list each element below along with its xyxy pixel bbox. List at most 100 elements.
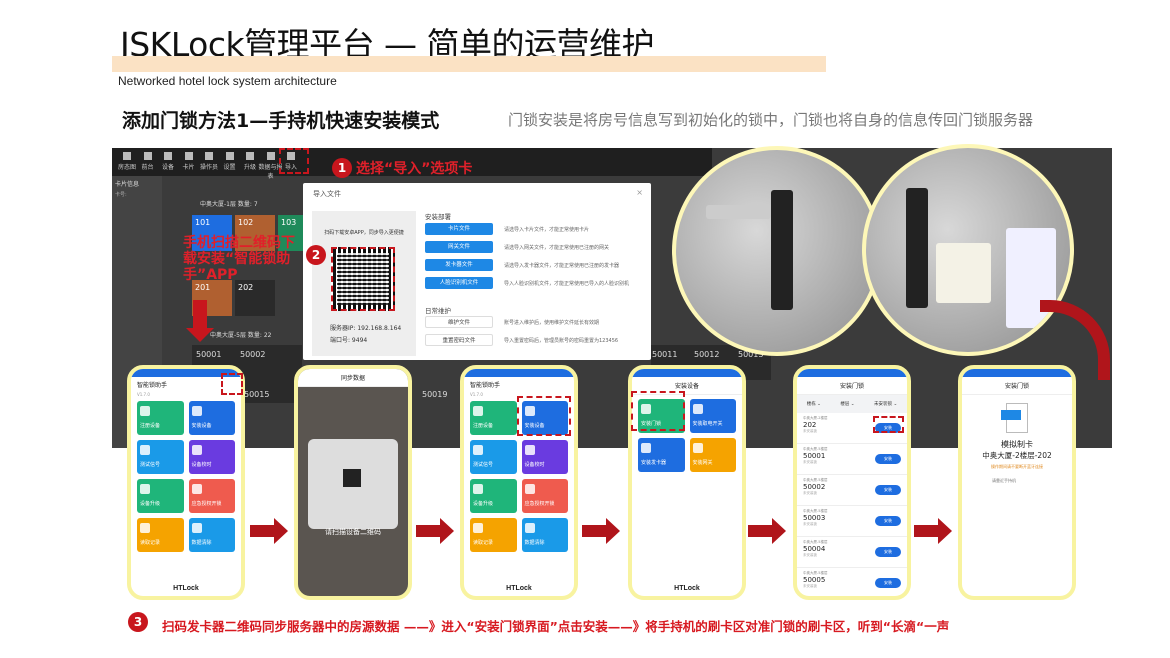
screen-title: 安装门锁 xyxy=(797,377,907,395)
room-tile[interactable]: 102 xyxy=(235,215,275,251)
building-label: 中奥大厦-5楼层 xyxy=(803,447,828,451)
install-button[interactable]: 安装 xyxy=(875,578,901,588)
import-button[interactable]: 发卡器文件 xyxy=(425,259,493,271)
room-tile[interactable]: 50011 xyxy=(652,350,678,359)
nav-icon xyxy=(143,152,152,160)
app-tile[interactable]: 设备升级 xyxy=(137,479,184,513)
room-tile[interactable]: 202 xyxy=(235,280,275,316)
import-button[interactable]: 人脸识别机文件 xyxy=(425,277,493,289)
maintenance-button[interactable]: 重置密码文件 xyxy=(425,334,493,346)
nav-label: 导入 xyxy=(284,164,297,171)
app-tile[interactable]: 读取记录 xyxy=(137,518,184,552)
install-button[interactable]: 安装 xyxy=(875,516,901,526)
tile-icon xyxy=(191,406,202,416)
app-tile[interactable]: 安装设备 xyxy=(188,401,235,435)
app-tile[interactable]: 安装设备 xyxy=(521,401,568,435)
scan-icon-highlight xyxy=(221,373,243,395)
app-tile[interactable]: 测试信号 xyxy=(137,440,184,474)
room-tile[interactable]: 50001 xyxy=(196,350,222,359)
install-tile[interactable]: 安装发卡器 xyxy=(638,438,685,472)
import-button[interactable]: 卡片文件 xyxy=(425,223,493,235)
section-install: 安装部署 xyxy=(425,213,451,221)
tile-label: 数据清除 xyxy=(191,540,212,546)
room-tile[interactable]: 50015 xyxy=(244,390,270,399)
room-tile[interactable]: 50012 xyxy=(694,350,720,359)
tile-icon xyxy=(641,443,651,453)
step-badge-3: 3 xyxy=(128,612,148,632)
app-tile[interactable]: 应急授权开锁 xyxy=(188,479,235,513)
room-number: 50005 xyxy=(803,576,826,584)
filter-dropdown[interactable]: 楼层 ⌄ xyxy=(840,402,855,407)
install-tile[interactable]: 安装网关 xyxy=(689,438,736,472)
app-tile[interactable]: 注册设备 xyxy=(137,401,184,435)
tile-icon xyxy=(140,445,150,455)
tile-label: 数据清除 xyxy=(524,540,545,546)
app-tile[interactable]: 测试信号 xyxy=(470,440,517,474)
filter-dropdown[interactable]: 未安装锁 ⌄ xyxy=(874,402,898,407)
tile-label: 读取记录 xyxy=(473,540,494,546)
nav-label: 操作员 xyxy=(199,164,218,171)
app-tile[interactable]: 设备升级 xyxy=(470,479,517,513)
room-tile[interactable]: 101 xyxy=(192,215,232,251)
tile-icon xyxy=(524,523,535,533)
app-tile[interactable]: 读取记录 xyxy=(470,518,517,552)
import-button[interactable]: 网关文件 xyxy=(425,241,493,253)
install-button[interactable]: 安装 xyxy=(875,547,901,557)
building-label: 中奥大厦-5楼层 xyxy=(803,478,828,482)
nav-item-7[interactable]: 数据与报表 xyxy=(258,150,284,180)
room-tile[interactable]: 50013 xyxy=(738,350,764,359)
app-tile[interactable]: 设备校时 xyxy=(188,440,235,474)
app-version: V1.7.0 xyxy=(470,392,483,397)
server-port: 端口号: 9494 xyxy=(330,337,368,344)
app-tile[interactable]: 应急授权开锁 xyxy=(521,479,568,513)
step-badge-1: 1 xyxy=(332,158,352,178)
floor-header: 中奥大厦-5层 数量: 22 xyxy=(210,332,272,339)
nav-item-3[interactable]: 卡片 xyxy=(176,150,202,171)
room-tile[interactable]: 50002 xyxy=(240,350,266,359)
scanner-viewfinder xyxy=(308,439,398,529)
maintenance-button[interactable]: 维护文件 xyxy=(425,316,493,328)
install-button[interactable]: 安装 xyxy=(875,423,901,433)
app-title: 智能锁助手 xyxy=(470,382,501,389)
nav-item-1[interactable]: 前台 xyxy=(135,150,161,171)
down-arrow-icon xyxy=(186,300,214,342)
nav-icon xyxy=(246,152,254,160)
phone-home-install: 智能锁助手 V1.7.0 注册设备安装设备测试信号 设备校时设备升级应急授权开锁读… xyxy=(460,365,578,600)
app-tile[interactable]: 数据清除 xyxy=(521,518,568,552)
screen-title: 安装设备 xyxy=(632,377,742,395)
tile-icon xyxy=(692,404,703,414)
building-label: 中奥大厦-5楼层 xyxy=(803,540,828,544)
nav-icon xyxy=(164,152,172,160)
app-tile[interactable]: 注册设备 xyxy=(470,401,517,435)
nav-icon xyxy=(287,152,295,160)
slide-subtitle: Networked hotel lock system architecture xyxy=(118,74,337,88)
install-button[interactable]: 安装 xyxy=(875,485,901,495)
tile-label: 读取记录 xyxy=(140,540,161,546)
room-tile[interactable]: 50019 xyxy=(422,390,448,399)
install-button[interactable]: 安装 xyxy=(875,454,901,464)
tile-label: 安装取电开关 xyxy=(692,421,723,427)
nav-label: 数据与报表 xyxy=(258,164,283,180)
qr-code[interactable] xyxy=(331,247,395,311)
nav-item-0[interactable]: 房态图 xyxy=(114,150,140,171)
app-tile[interactable]: 数据清除 xyxy=(188,518,235,552)
lock-status: 未安装锁 xyxy=(803,460,817,464)
nav-item-5[interactable]: 设置 xyxy=(217,150,243,171)
tile-label: 测试信号 xyxy=(473,462,494,468)
lock-status: 未安装锁 xyxy=(803,491,817,495)
arrow-right-icon xyxy=(416,518,454,544)
title-underline-bar xyxy=(112,56,826,72)
nav-item-6[interactable]: 升级 xyxy=(237,150,263,171)
install-tile[interactable]: 安装门锁 xyxy=(638,399,685,433)
filter-dropdown[interactable]: 楼栋 ⌄ xyxy=(806,402,821,407)
nav-item-2[interactable]: 设备 xyxy=(155,150,181,171)
tile-label: 安装发卡器 xyxy=(641,460,667,466)
nav-item-4[interactable]: 操作员 xyxy=(196,150,222,171)
install-tile[interactable]: 安装取电开关 xyxy=(689,399,736,433)
app-tile[interactable]: 设备校时 xyxy=(521,440,568,474)
maintenance-button-desc: 导入重置密码后，管理员账号的密码重置为123456 xyxy=(504,338,619,344)
building-label: 中奥大厦-5楼层 xyxy=(803,509,828,513)
close-icon[interactable]: × xyxy=(636,188,643,197)
nav-item-8[interactable]: 导入 xyxy=(278,150,304,171)
